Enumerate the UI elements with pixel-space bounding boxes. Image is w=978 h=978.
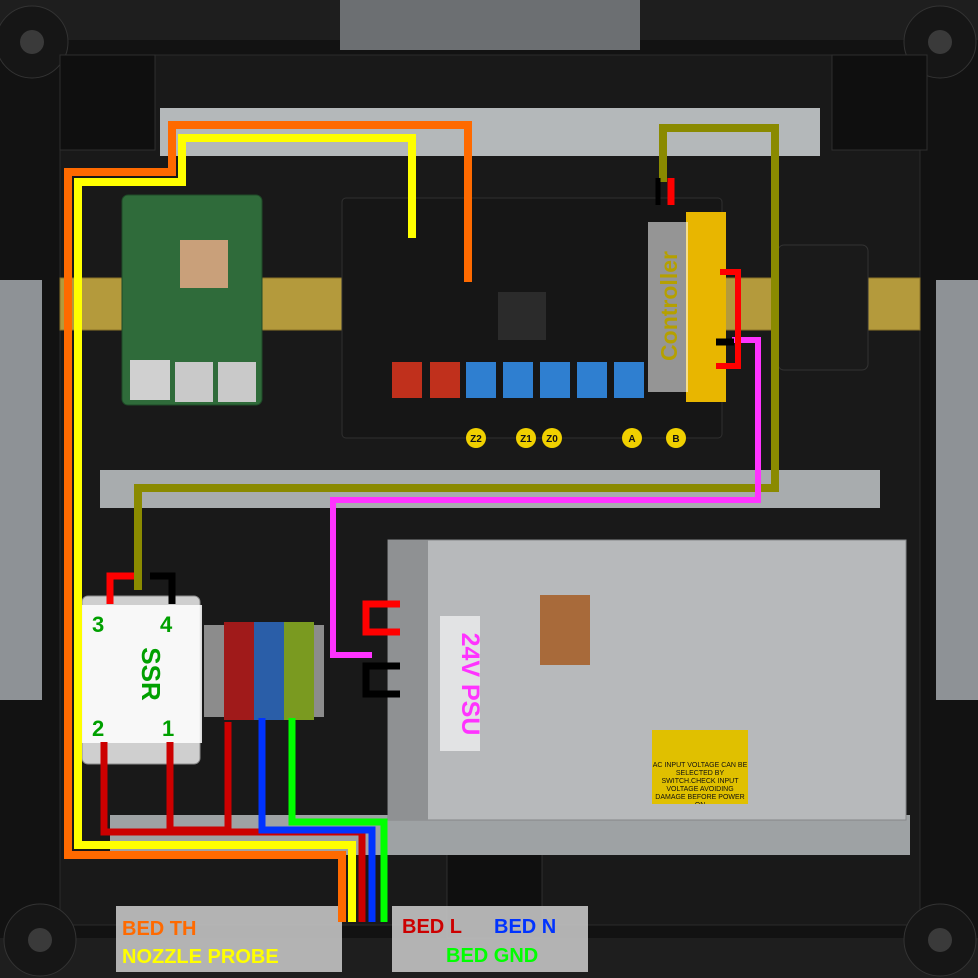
controller-label-backdrop <box>648 222 688 392</box>
controller-board <box>341 197 726 439</box>
bed-power-label-box <box>392 906 588 972</box>
driver-tag-b: B <box>666 428 686 448</box>
wire-bed-gnd <box>288 718 388 922</box>
wire-psu-output-neg <box>362 662 400 698</box>
wire-nozzle-probe <box>74 134 416 922</box>
driver-tag-label: Z0 <box>546 434 558 445</box>
wire-ssr-signal <box>134 124 779 590</box>
terminal-blocks <box>204 622 324 720</box>
stepper-driver-tags: Z2 Z1 Z0 A B <box>466 428 686 448</box>
ssr-pin-2: 2 <box>92 716 104 741</box>
wire-ssr-input-pos <box>106 572 134 604</box>
wire-psu-controller <box>330 337 761 658</box>
controller-label: Controller <box>656 251 682 361</box>
wire-ssr-input-neg <box>150 572 176 604</box>
driver-tag-marker <box>516 428 536 448</box>
wires <box>64 121 779 922</box>
driver-tag-z1: Z1 <box>516 428 536 448</box>
wire-controller-power-pos <box>716 269 741 369</box>
ssr-pin-3: 3 <box>92 612 104 637</box>
ssr-pin-1: 1 <box>162 716 174 741</box>
ssr-pin-4: 4 <box>160 612 173 637</box>
bed-n-label: BED N <box>494 916 556 938</box>
ssr-module <box>80 595 202 765</box>
driver-tag-label: A <box>628 434 635 445</box>
wire-psu-output-pos <box>362 600 400 636</box>
raspberry-pi-board <box>121 194 263 406</box>
wire-bed-th <box>64 121 472 922</box>
driver-tag-label: B <box>672 434 679 445</box>
bed-th-label: BED TH <box>122 918 196 940</box>
corner-feet <box>0 5 977 977</box>
psu-label: 24V PSU <box>456 633 484 736</box>
driver-tag-label: Z1 <box>520 434 532 445</box>
driver-tag-marker <box>466 428 486 448</box>
wire-bed-n <box>258 718 376 922</box>
driver-tag-a: A <box>622 428 642 448</box>
sensor-label-box <box>116 906 342 972</box>
driver-tag-marker <box>542 428 562 448</box>
driver-tag-label: Z2 <box>470 434 482 445</box>
nozzle-probe-label: NOZZLE PROBE <box>122 946 279 968</box>
driver-tag-z0: Z0 <box>542 428 562 448</box>
wire-ssr-to-terminal <box>166 722 232 834</box>
psu-warning-text: AC INPUT VOLTAGE CAN BE SELECTED BY SWIT… <box>652 762 748 804</box>
bed-gnd-label: BED GND <box>446 945 538 967</box>
toolhead-breakout-board <box>777 244 869 371</box>
psu-label-backdrop <box>440 616 480 751</box>
driver-tag-marker <box>622 428 642 448</box>
psu-warning-box: AC INPUT VOLTAGE CAN BE SELECTED BY SWIT… <box>652 762 748 804</box>
driver-tag-z2: Z2 <box>466 428 486 448</box>
bed-l-label: BED L <box>402 916 462 938</box>
wire-bed-l <box>100 742 366 922</box>
ssr-label: SSR <box>136 647 166 701</box>
driver-tag-marker <box>666 428 686 448</box>
